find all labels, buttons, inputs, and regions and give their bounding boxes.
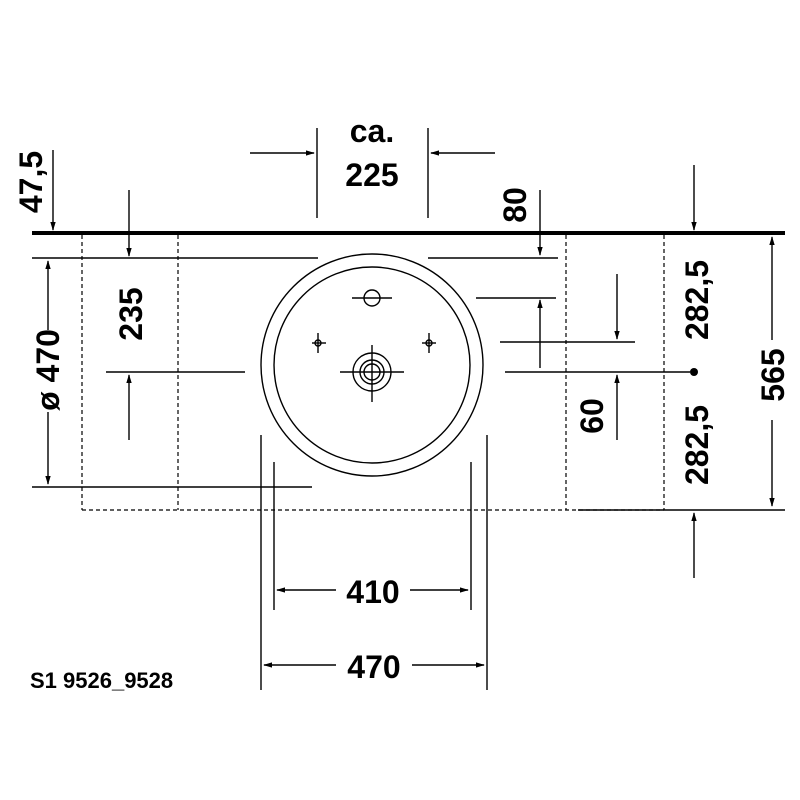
inner-width-dimension [273, 462, 472, 610]
outer-width-dimension [260, 435, 488, 690]
drain [340, 345, 404, 402]
countertop-outline [81, 235, 665, 511]
half-depth-lower-label: 282,5 [679, 405, 715, 485]
tap-offset-dimension [428, 190, 558, 368]
basin-outer-rim [260, 253, 484, 477]
tap-offset-label: 80 [497, 187, 533, 223]
center-from-top-label: 235 [113, 287, 149, 340]
outer-width-label: 470 [347, 649, 400, 685]
clearance-label-line1: ca. [350, 113, 394, 149]
tap-hole [352, 289, 392, 307]
inner-width-label: 410 [346, 574, 399, 610]
diameter-dimension [32, 260, 312, 488]
half-depth-upper-label: 282,5 [679, 260, 715, 340]
mounting-mark-left [312, 333, 326, 353]
half-depth-dimension [578, 165, 785, 578]
center-from-top-dimension [32, 190, 318, 440]
diameter-label: ø 470 [30, 329, 66, 411]
drawing-code: S1 9526_9528 [30, 668, 173, 693]
wall-offset-label: 47,5 [13, 151, 49, 213]
total-depth-label: 565 [755, 348, 791, 401]
basin-inner-bowl [273, 266, 471, 464]
clearance-label-line2: 225 [345, 157, 398, 193]
clearance-dimension [250, 128, 495, 218]
drain-offset-dimension [500, 274, 690, 440]
mounting-mark-right [422, 333, 436, 353]
drain-offset-label: 60 [574, 398, 610, 434]
